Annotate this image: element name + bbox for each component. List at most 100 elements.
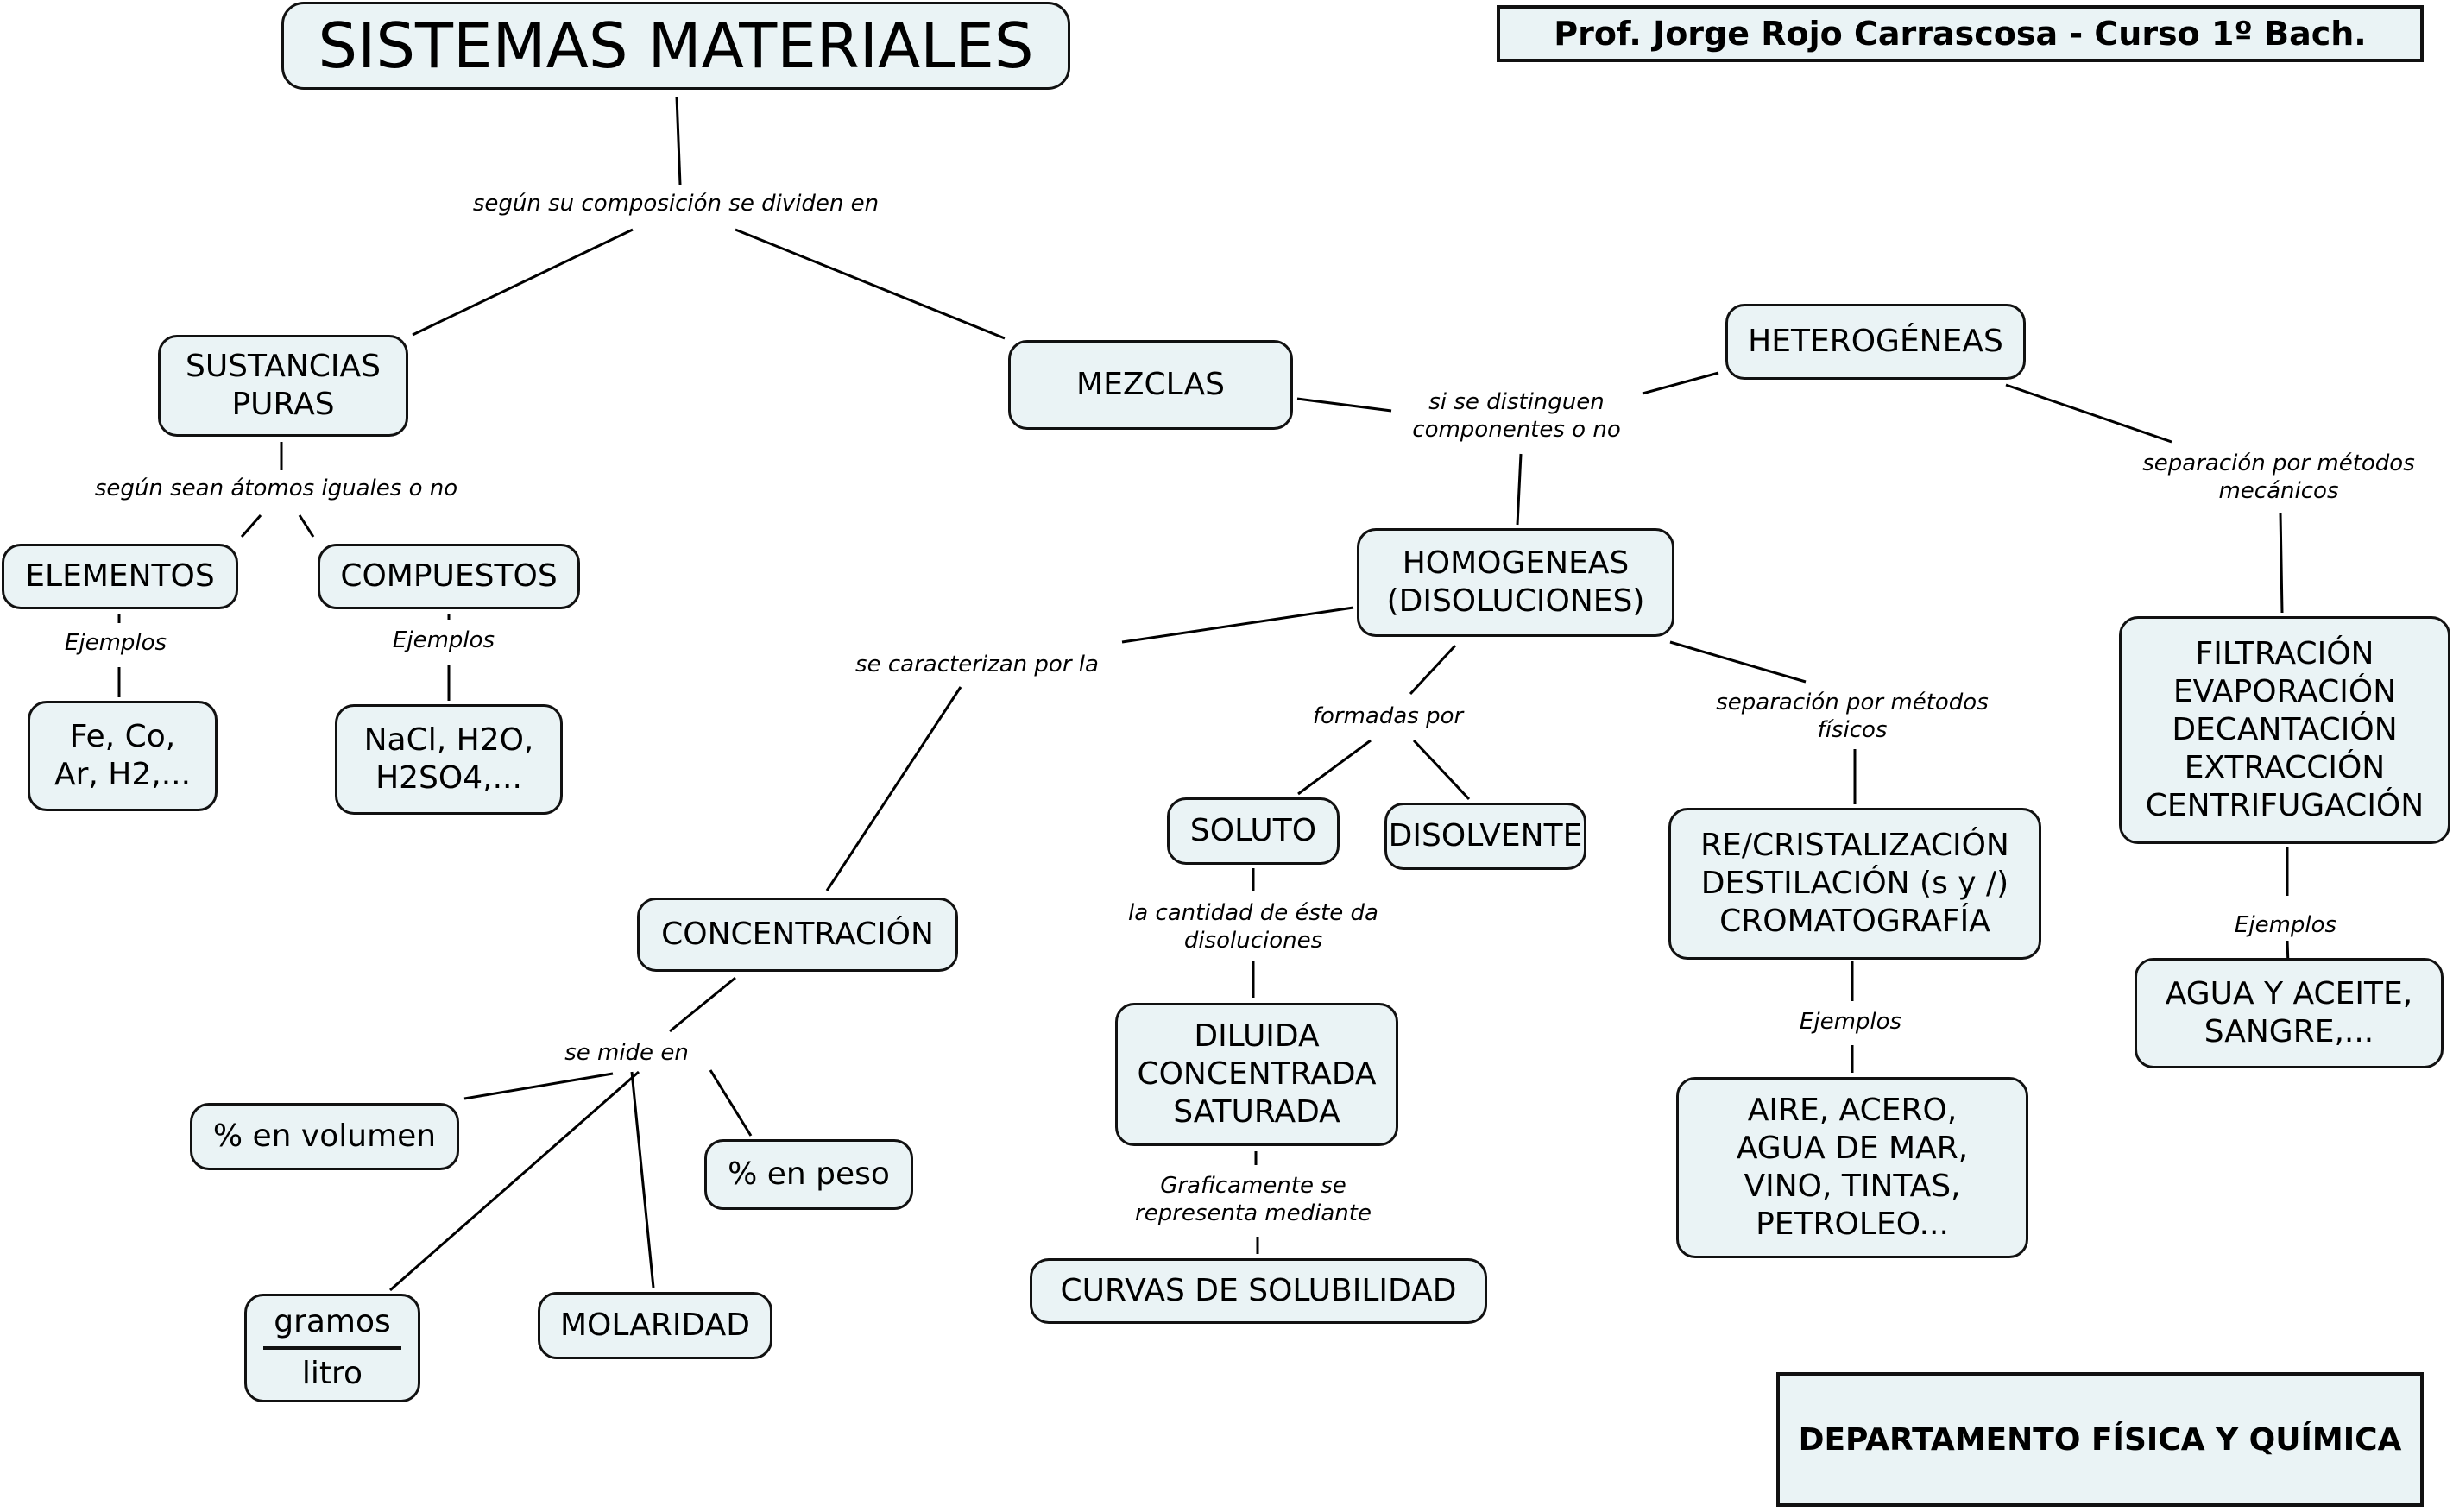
- node-label: (DISOLUCIONES): [1386, 583, 1645, 619]
- node-elementos-ejemplos[interactable]: Fe, Co, Ar, H2,...: [28, 701, 218, 811]
- node-porcentaje-volumen[interactable]: % en volumen: [190, 1103, 459, 1170]
- node-label: ELEMENTOS: [25, 558, 215, 594]
- node-porcentaje-peso[interactable]: % en peso: [704, 1139, 913, 1210]
- connector: [669, 976, 736, 1033]
- node-label: AGUA Y ACEITE,: [2165, 976, 2413, 1011]
- link-mide: se mide en: [564, 1039, 689, 1067]
- link-composicion: según su composición se dividen en: [473, 190, 879, 217]
- fraction: gramos litro: [263, 1303, 401, 1393]
- node-homogeneas-ejemplos[interactable]: AIRE, ACERO, AGUA DE MAR, VINO, TINTAS, …: [1676, 1077, 2028, 1258]
- node-label: HOMOGENEAS: [1402, 545, 1630, 581]
- node-label: CURVAS DE SOLUBILIDAD: [1060, 1273, 1457, 1308]
- node-label: % en volumen: [212, 1118, 437, 1154]
- node-metodos-mecanicos[interactable]: FILTRACIÓN EVAPORACIÓN DECANTACIÓN EXTRA…: [2119, 616, 2450, 844]
- link-atomos: según sean átomos iguales o no: [95, 475, 457, 502]
- link-distinguen: si se distinguen componentes o no: [1412, 388, 1620, 444]
- node-label: HETEROGÉNEAS: [1748, 324, 2003, 359]
- link-ejemplos-elementos: Ejemplos: [65, 629, 167, 657]
- link-text: Ejemplos: [2234, 912, 2337, 938]
- connector: [412, 228, 634, 337]
- node-label: VINO, TINTAS,: [1744, 1169, 1961, 1204]
- connector: [298, 514, 315, 538]
- link-text: se mide en: [564, 1040, 689, 1066]
- link-text: separación por métodos: [2142, 450, 2415, 476]
- link-text: Ejemplos: [64, 630, 167, 656]
- connector: [675, 96, 682, 186]
- node-heterogeneas-ejemplos[interactable]: AGUA Y ACEITE, SANGRE,...: [2135, 958, 2444, 1068]
- connector: [709, 1069, 753, 1137]
- link-text: mecánicos: [2218, 478, 2339, 504]
- node-molaridad[interactable]: MOLARIDAD: [538, 1292, 772, 1359]
- link-ejemplos-heterogeneas: Ejemplos: [2235, 911, 2336, 939]
- fraction-numerator: gramos: [274, 1304, 391, 1339]
- node-label: H2SO4,...: [375, 760, 522, 796]
- link-text: si se distinguen: [1428, 389, 1605, 415]
- node-label: AGUA DE MAR,: [1736, 1131, 1969, 1166]
- link-mecanicos: separación por métodos mecánicos: [2142, 450, 2415, 505]
- link-text: componentes o no: [1412, 417, 1621, 443]
- node-disolvente[interactable]: DISOLVENTE: [1384, 803, 1586, 870]
- link-text: Ejemplos: [392, 627, 495, 653]
- node-label: PURAS: [231, 387, 335, 422]
- node-label: CONCENTRADA: [1137, 1056, 1377, 1092]
- link-ejemplos-homogeneas: Ejemplos: [1800, 1008, 1901, 1036]
- node-heterogeneas[interactable]: HETEROGÉNEAS: [1725, 304, 2026, 380]
- node-soluto[interactable]: SOLUTO: [1167, 797, 1340, 865]
- fraction-bar: [263, 1346, 401, 1350]
- node-label: SOLUTO: [1189, 813, 1317, 848]
- node-label: CENTRIFUGACIÓN: [2145, 788, 2425, 823]
- connector: [1296, 397, 1392, 413]
- connector: [463, 1072, 614, 1100]
- link-text: según su composición se dividen en: [472, 191, 880, 217]
- link-text: Ejemplos: [1799, 1009, 1902, 1035]
- connector: [825, 686, 962, 891]
- node-homogeneas[interactable]: HOMOGENEAS (DISOLUCIONES): [1357, 528, 1674, 637]
- author-banner: Prof. Jorge Rojo Carrascosa - Curso 1º B…: [1497, 5, 2424, 62]
- connector: [2279, 512, 2284, 614]
- connector: [1297, 739, 1372, 796]
- connector: [1409, 644, 1457, 696]
- node-label: SATURADA: [1173, 1094, 1340, 1130]
- department-text: DEPARTAMENTO FÍSICA Y QUÍMICA: [1798, 1421, 2402, 1458]
- link-cantidad: la cantidad de éste da disoluciones: [1128, 899, 1378, 954]
- node-label: SANGRE,...: [2204, 1014, 2374, 1049]
- link-text: Graficamente se: [1160, 1173, 1346, 1199]
- node-label: DISOLVENTE: [1388, 818, 1583, 854]
- node-label: COMPUESTOS: [340, 558, 558, 594]
- link-text: la cantidad de éste da: [1128, 900, 1378, 926]
- node-label: NaCl, H2O,: [363, 722, 534, 758]
- node-label: EXTRACCIÓN: [2184, 750, 2386, 785]
- node-label: Fe, Co,: [69, 719, 176, 754]
- connector: [735, 228, 1006, 340]
- title-text: SISTEMAS MATERIALES: [318, 9, 1034, 82]
- node-label: EVAPORACIÓN: [2172, 674, 2397, 709]
- link-text: separación por métodos: [1716, 690, 1989, 715]
- node-label: Ar, H2,...: [54, 757, 192, 792]
- node-label: RE/CRISTALIZACIÓN: [1700, 828, 2009, 863]
- connector: [630, 1071, 655, 1288]
- link-text: disoluciones: [1183, 928, 1323, 954]
- node-metodos-fisicos[interactable]: RE/CRISTALIZACIÓN DESTILACIÓN (s y /) CR…: [1668, 808, 2041, 960]
- node-mezclas[interactable]: MEZCLAS: [1008, 340, 1293, 430]
- title-node[interactable]: SISTEMAS MATERIALES: [281, 2, 1070, 90]
- link-text: físicos: [1817, 717, 1888, 743]
- link-text: formadas por: [1312, 703, 1464, 729]
- node-tipos-disolucion[interactable]: DILUIDA CONCENTRADA SATURADA: [1115, 1003, 1398, 1146]
- node-label: CROMATOGRAFÍA: [1719, 904, 1990, 939]
- link-graficamente: Graficamente se representa mediante: [1135, 1172, 1372, 1227]
- node-compuestos[interactable]: COMPUESTOS: [318, 544, 580, 609]
- node-sustancias-puras[interactable]: SUSTANCIAS PURAS: [158, 335, 408, 437]
- node-curvas-solubilidad[interactable]: CURVAS DE SOLUBILIDAD: [1030, 1258, 1487, 1324]
- node-label: PETROLEO...: [1756, 1206, 1949, 1242]
- department-banner: DEPARTAMENTO FÍSICA Y QUÍMICA: [1776, 1372, 2424, 1507]
- node-label: DECANTACIÓN: [2172, 712, 2398, 747]
- connector: [1669, 640, 1807, 684]
- node-elementos[interactable]: ELEMENTOS: [2, 544, 238, 609]
- node-gramos-litro[interactable]: gramos litro: [244, 1294, 420, 1402]
- link-ejemplos-compuestos: Ejemplos: [393, 627, 495, 654]
- node-concentracion[interactable]: CONCENTRACIÓN: [637, 898, 958, 972]
- node-compuestos-ejemplos[interactable]: NaCl, H2O, H2SO4,...: [335, 704, 563, 815]
- link-text: se caracterizan por la: [855, 652, 1099, 677]
- connector: [1121, 606, 1354, 644]
- link-formadas: formadas por: [1313, 702, 1463, 730]
